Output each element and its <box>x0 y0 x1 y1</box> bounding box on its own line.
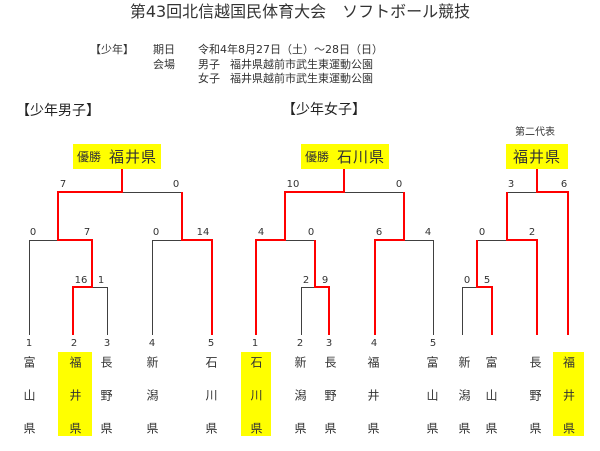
score: 0 <box>463 275 471 286</box>
girls-heading: 【少年女子】 <box>282 102 366 118</box>
team-name: 長野県 <box>528 356 542 451</box>
seed-number: 2 <box>296 338 304 349</box>
champion-label: 優勝 <box>76 150 101 164</box>
score: 3 <box>507 179 515 190</box>
team-cell: 福井県 <box>357 352 389 451</box>
date-value: 令和4年8月27日（土）～28日（日） <box>198 43 383 56</box>
team-name: 長野県 <box>99 356 113 451</box>
team-cell: 長野県 <box>519 352 551 451</box>
seed-number: 1 <box>251 338 259 349</box>
score: 7 <box>83 227 91 238</box>
team-cell: 新潟県 <box>284 352 316 451</box>
team-cell-winner: 福井県 <box>553 352 584 451</box>
team-name: 福井県 <box>68 356 82 451</box>
team-cell: 長野県 <box>90 352 122 451</box>
team-cell: 長野県 <box>314 352 346 451</box>
champion-label: 優勝 <box>304 150 329 164</box>
seed-number: 3 <box>325 338 333 349</box>
venue-boys-place: 福井県越前市武生東運動公園 <box>230 58 373 71</box>
seed-number: 4 <box>148 338 156 349</box>
team-name: 石川県 <box>204 356 218 451</box>
team-name: 新潟県 <box>293 356 307 451</box>
score: 0 <box>152 227 160 238</box>
score: 1 <box>97 275 105 286</box>
seed-number: 4 <box>370 338 378 349</box>
score: 6 <box>375 227 383 238</box>
category-label: 【少年】 <box>90 43 134 56</box>
score: 0 <box>307 227 315 238</box>
team-name: 新潟県 <box>145 356 159 451</box>
seed-number: 5 <box>429 338 437 349</box>
score: 4 <box>424 227 432 238</box>
score: 0 <box>29 227 37 238</box>
score: 0 <box>172 179 180 190</box>
team-name: 福井県 <box>561 356 576 451</box>
team-cell: 富山県 <box>475 352 507 451</box>
seed-number: 1 <box>25 338 33 349</box>
team-name: 富山県 <box>425 356 439 451</box>
venue-boys-label: 男子 <box>198 58 220 71</box>
team-cell: 新潟県 <box>136 352 168 451</box>
team-name: 石川県 <box>249 356 263 451</box>
page-title: 第43回北信越国民体育大会 ソフトボール競技 <box>129 2 471 21</box>
second-rep-team: 福井県 <box>512 148 561 166</box>
score: 7 <box>59 179 67 190</box>
score: 14 <box>196 227 210 238</box>
score: 2 <box>528 227 536 238</box>
bracket-lines-winner <box>57 169 569 335</box>
venue-label: 会場 <box>153 58 175 71</box>
girls-lines <box>285 192 434 335</box>
team-cell-winner: 福井県 <box>58 352 92 451</box>
score: 16 <box>74 275 88 286</box>
team-cell: 富山県 <box>416 352 448 451</box>
boys-heading: 【少年男子】 <box>16 103 100 119</box>
team-name: 福井県 <box>366 356 380 451</box>
team-cell-winner: 石川県 <box>241 352 271 451</box>
team-name: 富山県 <box>22 356 36 451</box>
score: 4 <box>257 227 265 238</box>
score: 6 <box>560 179 568 190</box>
team-cell: 富山県 <box>13 352 45 451</box>
score: 5 <box>483 275 491 286</box>
girls-champion-box: 優勝 石川県 <box>301 144 389 169</box>
boys-winner-path <box>57 169 213 335</box>
date-label: 期日 <box>153 43 175 56</box>
venue-girls-label: 女子 <box>198 72 220 85</box>
seed-number: 2 <box>70 338 78 349</box>
boys-champion-box: 優勝 福井県 <box>73 144 161 169</box>
champion-team: 福井県 <box>109 148 158 166</box>
venue-girls-place: 福井県越前市武生東運動公園 <box>230 72 373 85</box>
champion-team: 石川県 <box>337 148 386 166</box>
team-cell: 石川県 <box>195 352 227 451</box>
score: 0 <box>395 179 403 190</box>
team-name: 富山県 <box>484 356 498 451</box>
second-rep-box: 福井県 <box>506 144 568 169</box>
second-rep-lines <box>462 192 537 335</box>
seed-number: 3 <box>103 338 111 349</box>
girls-winner-path <box>255 169 405 335</box>
score: 9 <box>321 275 329 286</box>
score: 0 <box>478 227 486 238</box>
bracket-lines-normal <box>29 192 537 335</box>
team-name: 新潟県 <box>457 356 471 451</box>
second-rep-winner-path <box>476 169 569 335</box>
team-cell: 新潟県 <box>448 352 480 451</box>
seed-number: 5 <box>207 338 215 349</box>
second-rep-subtitle: 第二代表 <box>515 127 555 138</box>
score: 2 <box>302 275 310 286</box>
score: 10 <box>286 179 300 190</box>
team-name: 長野県 <box>323 356 337 451</box>
boys-lines <box>29 192 182 335</box>
